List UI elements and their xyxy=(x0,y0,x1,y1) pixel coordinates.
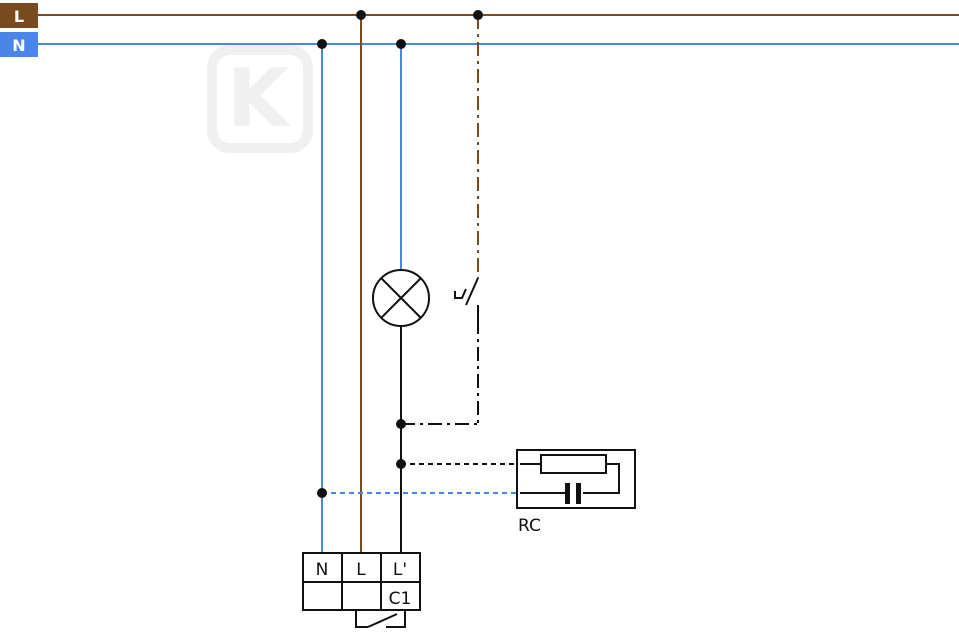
terminal-label-n: N xyxy=(316,560,329,580)
junction-dot xyxy=(396,459,406,469)
junction-dots xyxy=(317,10,483,498)
terminal-label-c1: C1 xyxy=(389,589,412,609)
neutral-badge-label: N xyxy=(12,36,25,55)
junction-dot xyxy=(396,39,406,49)
switch-icon xyxy=(454,277,479,320)
junction-dot xyxy=(356,10,366,20)
capacitor-icon xyxy=(565,483,581,504)
junction-dot xyxy=(396,419,406,429)
neutral-badge-bg xyxy=(0,32,38,57)
relay-contact-icon xyxy=(355,610,406,628)
rc-module-label: RC xyxy=(518,516,541,536)
logo-frame xyxy=(207,45,313,153)
line-badge-label: L xyxy=(14,7,24,26)
terminal-label-l-prime: L' xyxy=(393,560,407,580)
logo-letter: K xyxy=(227,52,292,145)
resistor-icon xyxy=(540,454,607,474)
junction-dot xyxy=(317,39,327,49)
junction-dot xyxy=(317,488,327,498)
lamp-icon xyxy=(372,269,430,327)
neutral-badge: N xyxy=(0,32,38,57)
terminal-label-l: L xyxy=(356,560,366,580)
line-badge: L xyxy=(0,3,38,28)
rc-module: RC xyxy=(516,449,636,536)
watermark-logo: K xyxy=(207,45,313,153)
terminal-block: N L L' C1 xyxy=(302,552,421,628)
junction-dot xyxy=(473,10,483,20)
line-badge-bg xyxy=(0,3,38,28)
